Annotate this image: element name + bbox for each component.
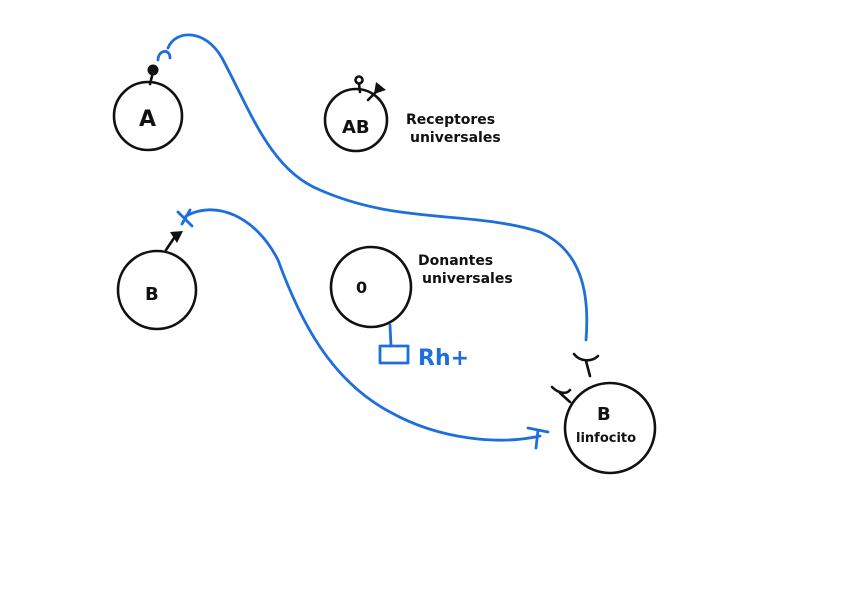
connector-a-to-lymphocyte	[166, 33, 589, 342]
receptors-label-line2: universales	[410, 130, 501, 146]
cell-a: A	[112, 64, 184, 152]
receptor-mark-a	[156, 50, 172, 62]
donors-label-line2: universales	[422, 271, 513, 287]
connector-b-to-lymphocyte	[184, 208, 542, 442]
antigen-ab-icon	[374, 82, 386, 94]
cell-a-label: A	[139, 107, 156, 132]
antigen-a-icon	[147, 64, 159, 76]
cell-b: B	[116, 231, 198, 331]
receptors-label-line1: Receptores	[406, 112, 495, 128]
cell-o: 0	[329, 245, 413, 329]
rh-connector	[388, 323, 393, 348]
lymphocyte-label: B	[597, 404, 611, 425]
donors-label-line1: Donantes	[418, 253, 493, 269]
rh-marker-icon	[378, 344, 410, 365]
cell-o-label: 0	[356, 278, 367, 297]
cell-ab: AB	[323, 75, 389, 153]
cell-b-label: B	[145, 284, 159, 305]
lymphocyte-receptor-blue	[526, 426, 550, 450]
lymphocyte-sublabel: linfocito	[576, 431, 636, 446]
cell-lymphocyte: B linfocito	[550, 352, 657, 475]
antigen-b-icon	[170, 231, 183, 243]
rh-label: Rh+	[418, 346, 469, 371]
lymphocyte-receptor-top	[572, 352, 600, 378]
lymphocyte-receptor-left	[550, 385, 572, 404]
cell-ab-label: AB	[342, 117, 370, 138]
receptor-mark-b	[176, 208, 194, 228]
